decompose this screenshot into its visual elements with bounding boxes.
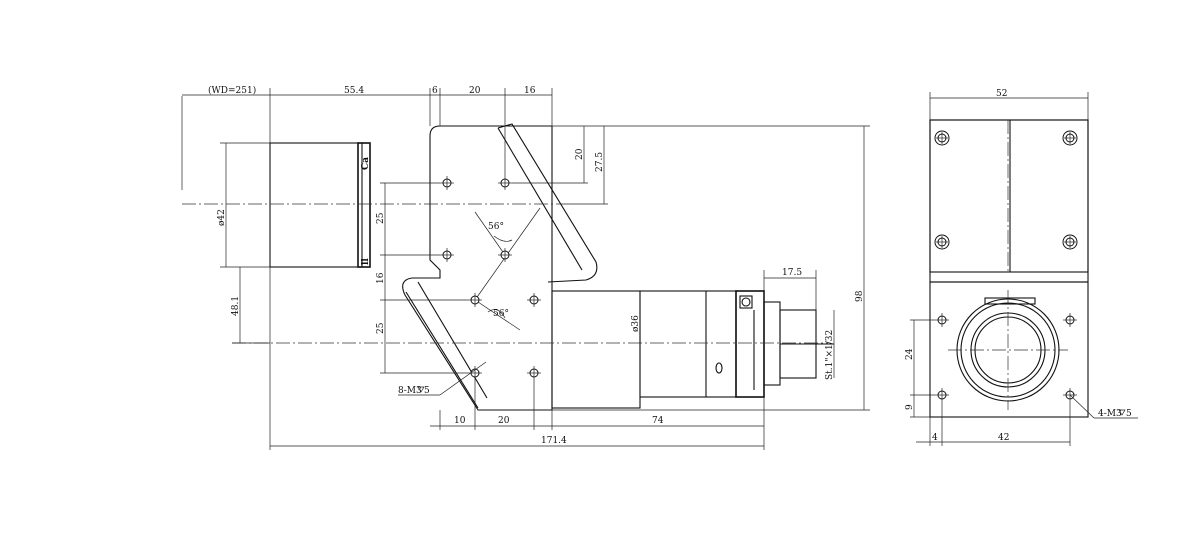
dim-20-bottom: 20 [498, 416, 510, 426]
lens-ring [357, 142, 371, 268]
side-view: 52 24 9 4 42 4-M3 5 [905, 89, 1138, 446]
dim-25-left-top: 25 [376, 212, 386, 224]
lens-label-bottom: ll [361, 258, 371, 265]
dim-16-top: 16 [524, 86, 536, 96]
lens-label-top: Ca [361, 157, 371, 170]
dim-16-left: 16 [376, 272, 386, 284]
side-housing-top [929, 119, 1089, 283]
dim-171-4: 171.4 [541, 436, 567, 446]
dim-52: 52 [996, 89, 1007, 99]
camera-barrel [551, 290, 641, 409]
holes-callout-side: 4-M3 [1098, 409, 1122, 419]
dim-42: 42 [998, 433, 1009, 443]
front-view: Ca ll 56° 56° [181, 85, 870, 450]
dim-10: 10 [454, 416, 466, 426]
lens-body [269, 142, 363, 268]
side-plate-bottom [929, 281, 1089, 418]
dim-24: 24 [905, 348, 915, 360]
dim-20-right: 20 [575, 148, 585, 160]
holes-callout-front: 8-M3 [398, 386, 422, 396]
dim-27-5: 27.5 [595, 152, 605, 172]
angle-label-bottom: 56° [493, 309, 509, 319]
angle-label-top: 56° [488, 222, 504, 232]
side-lens [948, 290, 1068, 410]
dim-6: 6 [432, 86, 438, 96]
holes-depth-side: 5 [1126, 409, 1132, 419]
holes-depth-front: 5 [424, 386, 430, 396]
dim-dia-42: ø42 [217, 209, 227, 226]
bracket-plate [402, 125, 553, 411]
mount-holes [440, 176, 541, 380]
dim-55-4: 55.4 [344, 86, 364, 96]
dim-48-1: 48.1 [231, 296, 241, 316]
dim-98: 98 [855, 290, 865, 302]
dim-74: 74 [652, 416, 664, 426]
camera-body [639, 290, 737, 398]
dim-25-left-bottom: 25 [376, 322, 386, 334]
dim-17-5: 17.5 [782, 268, 802, 278]
plate-holes [935, 313, 1077, 402]
c-mount [763, 301, 781, 386]
dim-thread: St.1"×1/32 [825, 330, 835, 380]
diagonal-mirror [497, 123, 598, 283]
dim-9: 9 [905, 404, 915, 410]
dim-dia-36: ø36 [631, 315, 641, 332]
dim-wd: (WD=251) [208, 85, 256, 96]
dim-4: 4 [932, 433, 938, 443]
dim-20-top: 20 [469, 86, 481, 96]
housing-screws [934, 130, 1078, 250]
